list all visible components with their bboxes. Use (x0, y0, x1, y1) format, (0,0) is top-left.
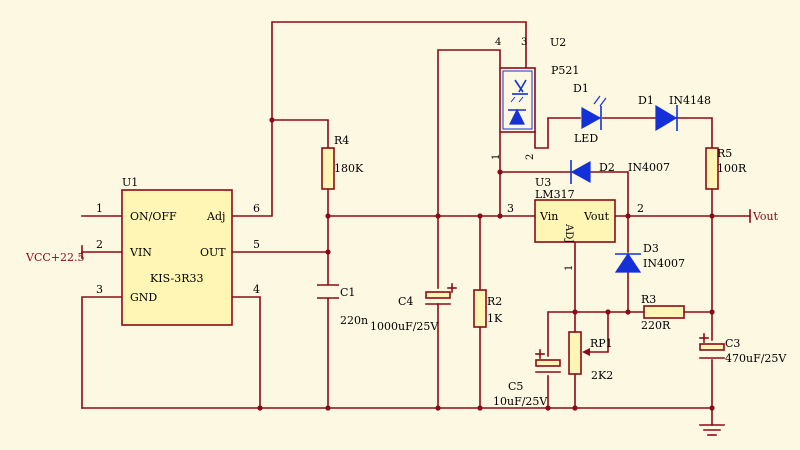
d1-led-value: LED (574, 132, 598, 145)
c4-capacitor: C4 1000uF/25V (370, 283, 457, 333)
r5-ref: R5 (717, 147, 732, 160)
u1-pin-num-6: 6 (253, 202, 260, 215)
c1-value: 220n (340, 314, 368, 327)
d1-ref: D1 (638, 94, 654, 107)
d3-value: IN4007 (643, 257, 685, 270)
u1-part: KIS-3R33 (150, 272, 204, 285)
u1-pin-num-1: 1 (96, 202, 103, 215)
rp1-value: 2K2 (591, 369, 613, 382)
c5-ref: C5 (508, 380, 523, 393)
r4-value: 180K (334, 162, 364, 175)
d3-ref: D3 (643, 242, 659, 255)
r5-value: 100R (717, 162, 747, 175)
c1-ref: C1 (340, 286, 355, 299)
u1-ref: U1 (122, 176, 138, 189)
r3-resistor: R3 220R (641, 293, 685, 332)
d1-led-ref: D1 (573, 82, 589, 95)
c3-ref: C3 (725, 337, 740, 350)
r4-resistor: R4 180K (321, 134, 364, 190)
r5-resistor: R5 100R (705, 147, 747, 190)
u1-pin-name-vin: VIN (129, 246, 152, 259)
u3-vin-label: Vin (539, 210, 558, 223)
rp1-ref: RP1 (590, 337, 613, 350)
u1-pin-name-gnd: GND (130, 291, 157, 304)
c5-capacitor: C5 10uF/25V (493, 349, 561, 408)
d2-ref: D2 (599, 161, 615, 174)
r2-value: 1K (487, 312, 503, 325)
vcc-label: VCC+22.5 (25, 251, 85, 264)
u1-pin-name-on-off: ON/OFF (130, 210, 177, 223)
c4-value: 1000uF/25V (370, 320, 439, 333)
u3-part: LM317 (535, 188, 575, 201)
r3-ref: R3 (641, 293, 656, 306)
u1-pin-num-5: 5 (253, 238, 260, 251)
r2-ref: R2 (487, 295, 502, 308)
d1-value: IN4148 (669, 94, 711, 107)
d2-diode: D2 IN4007 (570, 160, 670, 184)
u3-pin-2: 2 (637, 202, 644, 215)
u1-pin-num-4: 4 (253, 283, 260, 296)
d1-diode: D1 IN4148 (638, 94, 711, 132)
u3-pin-1: 1 (564, 265, 575, 271)
vout-port: Vout (752, 210, 779, 223)
u2-ref: U2 (550, 36, 566, 49)
c3-value: 470uF/25V (725, 352, 787, 365)
vcc-port: VCC+22.5 (25, 245, 85, 264)
u1-pin-num-3: 3 (96, 283, 103, 296)
c5-value: 10uF/25V (493, 395, 548, 408)
c1-capacitor: C1 220n (317, 284, 368, 327)
u2-part: P521 (551, 64, 579, 77)
rp1-potentiometer: RP1 2K2 (568, 331, 613, 382)
u1-pin-name-out: OUT (200, 246, 226, 259)
vout-label: Vout (752, 210, 779, 223)
d3-diode: D3 IN4007 (614, 242, 685, 273)
u3-lm317: U3 LM317 Vin Vout ADJ 3 2 1 (507, 176, 644, 271)
u2-pin-3: 3 (521, 37, 527, 48)
ground-symbol (699, 424, 725, 436)
r2-resistor: R2 1K (473, 289, 503, 328)
c4-ref: C4 (398, 295, 413, 308)
u1-pin-num-2: 2 (96, 238, 103, 251)
c3-capacitor: C3 470uF/25V (699, 333, 787, 365)
d2-value: IN4007 (628, 161, 670, 174)
u3-vout-label: Vout (583, 210, 610, 223)
u3-ref: U3 (535, 176, 551, 189)
d1-led: D1 LED (573, 82, 607, 145)
u2-pin-4: 4 (495, 37, 501, 48)
u2-pin-2: 2 (525, 154, 536, 160)
u2-optocoupler: U2 P521 4 3 1 2 (491, 36, 579, 160)
u3-pin-3: 3 (507, 202, 514, 215)
r4-ref: R4 (334, 134, 349, 147)
u1-regulator: U1 KIS-3R33 ON/OFF VIN GND OUT Adj 1 2 3… (96, 176, 260, 326)
u1-pin-name-adj: Adj (206, 210, 225, 223)
u2-pin-1: 1 (491, 154, 502, 160)
junction-dots (257, 117, 715, 411)
r3-value: 220R (641, 319, 671, 332)
u3-adj-label: ADJ (563, 223, 574, 243)
